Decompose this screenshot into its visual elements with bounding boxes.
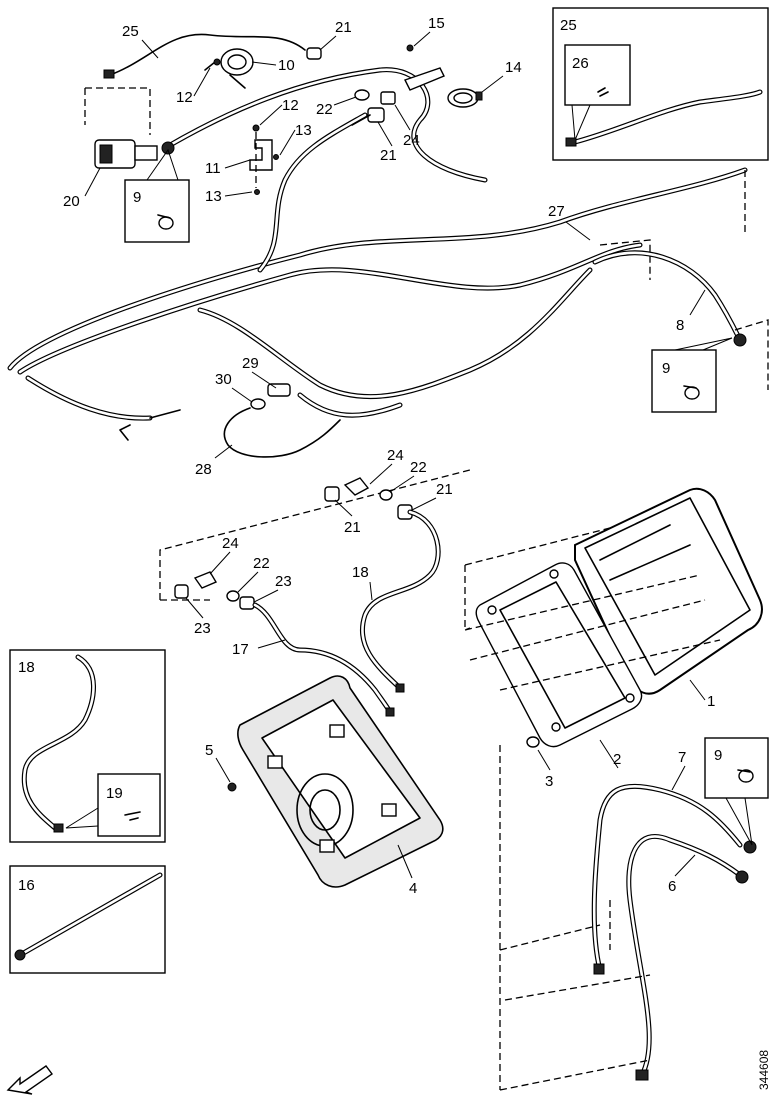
connectors-upper	[306, 47, 396, 126]
grommet-3	[526, 736, 540, 748]
hose-8-end	[733, 333, 747, 347]
callout-22c: 22	[253, 555, 270, 572]
inset-hose-25: 25 26	[552, 7, 769, 161]
tray-4	[237, 675, 444, 888]
callout-5: 5	[205, 742, 213, 759]
callout-22b: 22	[410, 459, 427, 476]
inset-clip-bottom-right: 9	[704, 737, 769, 846]
callout-12b: 12	[282, 97, 299, 114]
callout-20: 20	[63, 193, 80, 210]
bracket-11	[249, 124, 279, 195]
inset-19-label: 19	[106, 785, 123, 802]
inset-clip-right-label: 9	[662, 360, 670, 377]
callout-15: 15	[428, 15, 445, 32]
callout-3: 3	[545, 773, 553, 790]
connector-20	[94, 139, 175, 169]
inset-hose-18: 18 19	[9, 649, 166, 843]
callout-24b: 24	[387, 447, 404, 464]
callout-29: 29	[242, 355, 259, 372]
callout-21a: 21	[335, 19, 352, 36]
screw-12-top-head	[213, 58, 221, 66]
connectors-mid	[174, 477, 413, 610]
inset-16-label: 16	[18, 877, 35, 894]
callout-27: 27	[548, 203, 565, 220]
screw-5	[227, 782, 237, 792]
hose-25	[109, 33, 306, 76]
dash-27b	[599, 239, 651, 280]
inset-clip-right: 9	[651, 337, 733, 413]
clip-10	[220, 48, 254, 89]
callout-21d: 21	[344, 519, 361, 536]
hoses-6-7	[591, 783, 757, 1081]
inset-clip-left-label: 9	[133, 189, 141, 206]
callout-25: 25	[122, 23, 139, 40]
hose-8	[592, 250, 743, 343]
dash-tank-lines	[464, 574, 721, 691]
bracket-15-clip-14	[404, 44, 483, 108]
callout-21b: 21	[380, 147, 397, 164]
inset-clip-bottom-right-label: 9	[714, 747, 722, 764]
inset-strap-16: 16	[9, 865, 166, 974]
callout-8: 8	[676, 317, 684, 334]
callout-12a: 12	[176, 89, 193, 106]
callout-10: 10	[278, 57, 295, 74]
dash-6-7	[499, 745, 651, 1091]
dash-left	[85, 87, 151, 135]
callout-18: 18	[352, 564, 369, 581]
callout-13a: 13	[295, 122, 312, 139]
inset-25-label: 25	[560, 17, 577, 34]
callout-24c: 24	[222, 535, 239, 552]
dash-mid-a	[159, 469, 471, 600]
inset-26-label: 26	[572, 55, 589, 72]
callout-7: 7	[678, 749, 686, 766]
callout-6: 6	[668, 878, 676, 895]
callout-30: 30	[215, 371, 232, 388]
callout-11: 11	[205, 160, 221, 177]
hose-28-assembly	[223, 383, 341, 458]
inset-18-label: 18	[18, 659, 35, 676]
callout-23a: 23	[275, 573, 292, 590]
callout-2: 2	[613, 751, 621, 768]
screw-12-top	[204, 61, 216, 71]
upper-hose-harness	[7, 67, 748, 441]
leader-lines	[84, 31, 706, 879]
callout-23b: 23	[194, 620, 211, 637]
callout-28: 28	[195, 461, 212, 478]
callout-22a: 22	[316, 101, 333, 118]
frame-2	[475, 562, 643, 748]
front-arrow-icon	[6, 1065, 53, 1095]
callout-21c: 21	[436, 481, 453, 498]
callout-1: 1	[707, 693, 715, 710]
callout-24a: 24	[403, 132, 420, 149]
inset-clip-left: 9	[124, 148, 190, 243]
callout-4: 4	[409, 880, 417, 897]
callout-labels: 25 21 15 10 14 12 12 22 13 24 21 20 11 1…	[63, 15, 715, 897]
dash-8	[734, 319, 769, 390]
callout-17: 17	[232, 641, 249, 658]
callout-14: 14	[505, 59, 522, 76]
reference-number: 344608	[757, 1050, 771, 1090]
hose-25-end	[103, 69, 115, 79]
callout-13b: 13	[205, 188, 222, 205]
